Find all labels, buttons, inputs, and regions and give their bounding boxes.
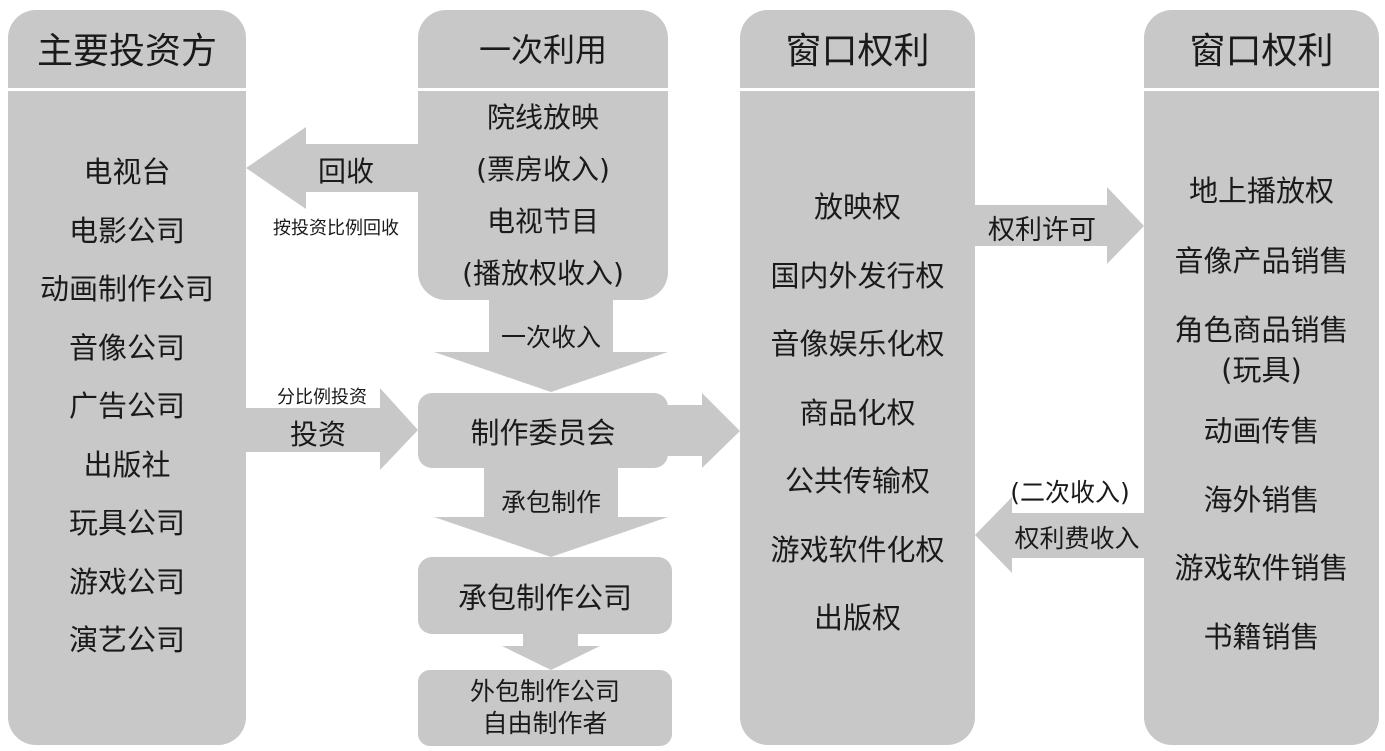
window-rights-column: 窗口权利 放映权 国内外发行权 音像娱乐化权 商品化权 公共传输权 游戏软件化权…: [740, 10, 975, 745]
contract-production-arrow: [434, 468, 668, 557]
investors-list: 电视台 电影公司 动画制作公司 音像公司 广告公司 出版社 玩具公司 游戏公司 …: [8, 143, 246, 670]
primary-use-divider: [418, 88, 668, 91]
investor-item: 音像公司: [68, 330, 185, 365]
secondary-income-label: (二次收入): [1010, 478, 1130, 507]
window-right-item: 商品化权: [799, 395, 916, 430]
primary-use-item: (播放权收入): [462, 257, 624, 290]
primary-use-item: 电视节目: [486, 205, 599, 238]
recover-label: 回收: [317, 155, 374, 188]
window-right-item: 国内外发行权: [770, 258, 945, 293]
investors-column: 主要投资方 电视台 电影公司 动画制作公司 音像公司 广告公司 出版社 玩具公司…: [8, 10, 246, 745]
primary-use-item: (票房收入): [476, 153, 610, 186]
investors-divider: [8, 88, 246, 91]
license-label: 权利许可: [988, 215, 1096, 246]
committee-to-rights-arrow: [668, 393, 740, 468]
sales-item: 游戏软件销售: [1174, 551, 1349, 585]
sales-item: 音像产品销售: [1174, 244, 1349, 278]
outsource-box: 外包制作公司 自由制作者: [418, 670, 672, 746]
window-sales-column: 窗口权利 地上播放权 音像产品销售 角色商品销售 (玩具) 动画传售 海外销售 …: [1144, 10, 1379, 745]
outsource-label: 外包制作公司: [469, 677, 620, 706]
investor-item: 电视台: [83, 155, 171, 189]
window-right-item: 出版权: [813, 601, 901, 635]
sales-item: 海外销售: [1203, 483, 1320, 517]
recover-arrow: [246, 127, 418, 209]
recover-note: 按投资比例回收: [273, 218, 399, 239]
sales-item: 书籍销售: [1203, 620, 1320, 654]
investor-item: 游戏公司: [68, 564, 185, 599]
window-right-item: 音像娱乐化权: [770, 327, 945, 361]
invest-note: 分比例投资: [277, 387, 367, 408]
primary-use-title: 一次利用: [478, 31, 607, 69]
royalty-arrow: [975, 497, 1144, 573]
window-rights-list: 放映权 国内外发行权 音像娱乐化权 商品化权 公共传输权 游戏软件化权 出版权: [740, 173, 975, 653]
investor-item: 电影公司: [68, 213, 185, 248]
window-sales-divider: [1144, 88, 1379, 91]
primary-use-item: 院线放映: [486, 101, 599, 134]
sales-item: (玩具): [1221, 353, 1302, 387]
investor-item: 玩具公司: [68, 506, 185, 540]
window-right-item: 公共传输权: [784, 464, 930, 498]
investor-item: 动画制作公司: [39, 272, 214, 306]
sales-item: 动画传售: [1203, 414, 1320, 448]
contract-company-label: 承包制作公司: [457, 580, 632, 615]
sales-item: 角色商品销售: [1174, 313, 1349, 347]
invest-label: 投资: [289, 418, 346, 451]
primary-use-box: 一次利用 院线放映 (票房收入) 电视节目 (播放权收入): [418, 10, 668, 300]
primary-income-arrow: [434, 300, 668, 392]
contract-company-box: 承包制作公司: [418, 557, 672, 634]
investors-title: 主要投资方: [36, 31, 217, 72]
contract-production-label: 承包制作: [500, 488, 601, 517]
window-right-item: 游戏软件化权: [770, 532, 945, 567]
window-rights-title: 窗口权利: [785, 31, 930, 72]
primary-use-list: 院线放映 (票房收入) 电视节目 (播放权收入): [418, 92, 668, 300]
window-rights-divider: [740, 88, 975, 91]
freelancer-label: 自由制作者: [482, 709, 608, 738]
investor-item: 出版社: [83, 447, 171, 482]
primary-income-label: 一次收入: [500, 323, 601, 352]
license-arrow: [975, 187, 1144, 264]
window-sales-title: 窗口权利: [1189, 31, 1334, 72]
invest-arrow: [246, 388, 418, 470]
royalty-income-label: 权利费收入: [1014, 524, 1140, 553]
investor-item: 演艺公司: [68, 623, 185, 657]
investor-item: 广告公司: [68, 389, 185, 423]
sales-item: 地上播放权: [1188, 174, 1334, 208]
production-committee-box: 制作委员会: [418, 393, 668, 468]
window-right-item: 放映权: [813, 190, 901, 224]
production-committee-label: 制作委员会: [470, 415, 616, 450]
outsource-arrow: [502, 634, 600, 670]
